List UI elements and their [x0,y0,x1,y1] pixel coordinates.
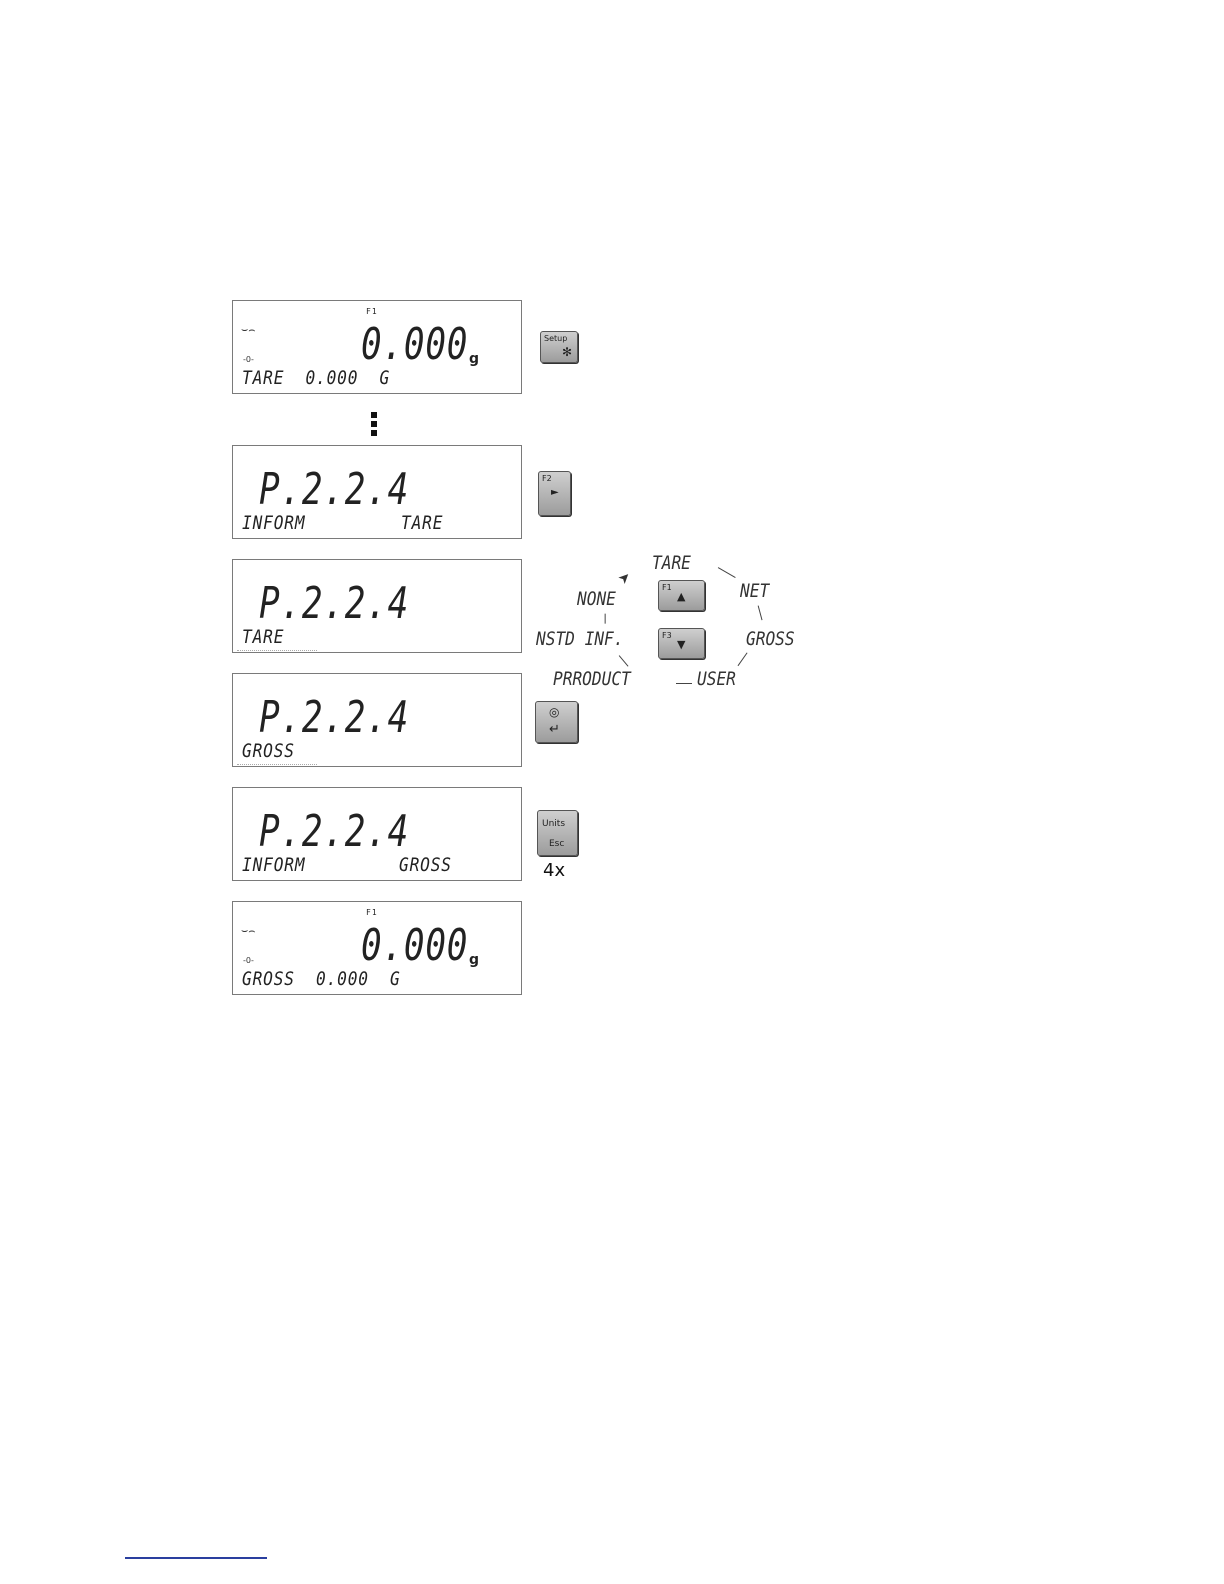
param-code: P.2.2.4 [259,464,409,515]
lcd-screen-selected: P.2.2.4 GROSS [232,673,522,767]
lcd-screen-start: ⌣⌢ -0- F1 0.000 g TARE 0.000 G [232,300,522,394]
blink-indicator [237,640,317,651]
param-code: P.2.2.4 [259,806,409,857]
lcd-screen-param: P.2.2.4 INFORM TARE [232,445,522,539]
arrow-up-icon: ▲ [677,590,685,603]
gear-icon: ✻ [562,345,572,359]
bottom-right: GROSS [399,854,452,876]
stability-icon: ⌣⌢ [241,323,255,337]
connector [676,683,692,684]
lcd-screen-result: ⌣⌢ -0- F1 0.000 g GROSS 0.000 G [232,901,522,995]
f1-up-key[interactable]: F1 ▲ [658,580,705,611]
option-product: PRRODUCT [553,668,631,690]
arrow-down-icon: ▼ [677,638,685,651]
f2-key[interactable]: F2 ► [538,471,571,516]
option-nstd-inf: NSTD INF. [536,628,624,650]
zero-icon: -0- [243,355,254,364]
weight-readout: 0.000 [361,920,468,971]
continuation-dots [371,412,377,439]
lcd-screen-confirmed: P.2.2.4 INFORM GROSS [232,787,522,881]
option-none: NONE [577,588,616,610]
bottom-left: INFORM [242,512,305,534]
indicator-label: F1 [366,307,378,316]
print-icon: ◎ [549,705,559,719]
param-code: P.2.2.4 [259,578,409,629]
f3-down-key[interactable]: F3 ▼ [658,628,705,659]
option-tare: TARE [652,552,691,574]
units-esc-key[interactable]: Units Esc [537,810,578,856]
footnote-rule [125,1557,267,1559]
arrow-right-icon: ► [551,487,559,498]
cycle-arrow-icon: ➤ [615,568,635,588]
enter-key[interactable]: ◎ ↵ [535,701,578,743]
stability-icon: ⌣⌢ [241,924,255,938]
weight-readout: 0.000 [361,319,468,370]
setup-key[interactable]: Setup ✻ [540,331,578,363]
connector [757,605,762,620]
bottom-line: GROSS 0.000 G [242,968,401,990]
connector [718,567,736,578]
bottom-line: TARE 0.000 G [242,367,390,389]
bottom-left: INFORM [242,854,305,876]
lcd-screen-select: P.2.2.4 TARE [232,559,522,653]
param-code: P.2.2.4 [259,692,409,743]
zero-icon: -0- [243,956,254,965]
repeat-count: 4x [543,860,565,881]
option-user: USER [697,668,736,690]
connector [619,655,629,667]
connector [604,614,605,624]
option-net: NET [740,580,769,602]
blink-indicator [237,754,317,765]
indicator-label: F1 [366,908,378,917]
bottom-right: TARE [401,512,443,534]
option-gross: GROSS [746,628,795,650]
connector [737,652,747,666]
weight-unit: g [469,351,479,367]
enter-icon: ↵ [549,722,560,737]
weight-unit: g [469,952,479,968]
